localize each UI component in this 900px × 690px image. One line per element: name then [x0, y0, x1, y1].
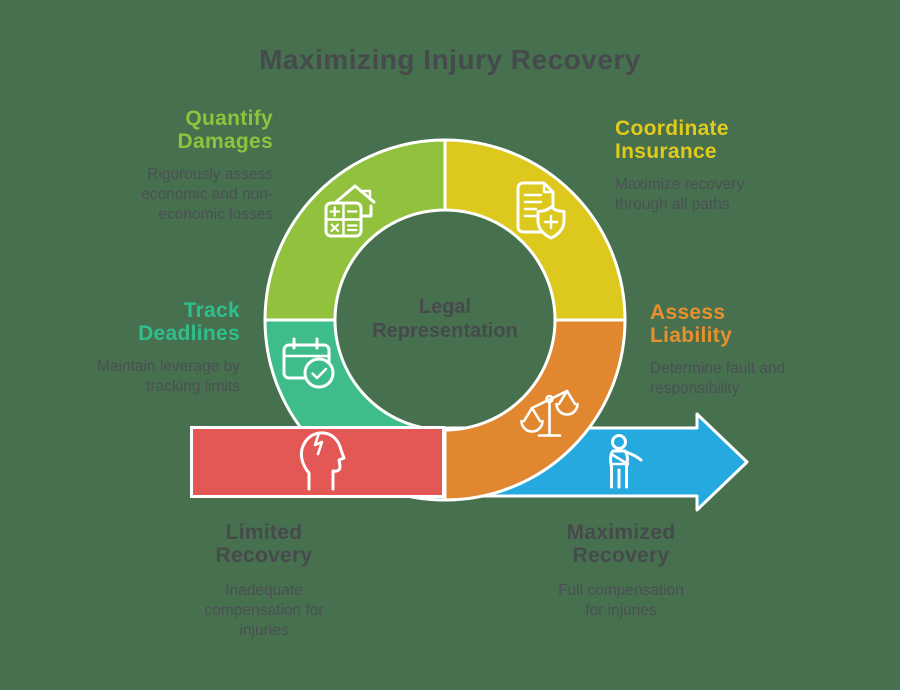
section-heading: Quantify Damages	[177, 107, 273, 153]
section-heading: Assess Liability	[650, 301, 733, 347]
section-description: Maximize recovery through all paths	[615, 176, 745, 213]
section-limited-recovery: Limited Recovery Inadequate compensation…	[189, 521, 339, 641]
section-track-deadlines: Track Deadlines Maintain leverage by tra…	[80, 299, 240, 397]
injured-head-icon	[299, 431, 346, 491]
scales-of-justice-icon	[520, 389, 579, 437]
quadrant-assess-liability	[443, 318, 627, 502]
section-assess-liability: Assess Liability Determine fault and res…	[650, 301, 808, 399]
section-heading: Track Deadlines	[138, 299, 240, 345]
insurance-document-icon	[516, 181, 566, 240]
section-description: Inadequate compensation for injuries	[204, 582, 324, 639]
page-title: Maximizing Injury Recovery	[259, 44, 641, 75]
section-coordinate-insurance: Coordinate Insurance Maximize recovery t…	[615, 117, 765, 215]
house-calculator-icon	[324, 184, 376, 238]
section-maximized-recovery: Maximized Recovery Full compensation for…	[546, 521, 696, 621]
section-description: Maintain leverage by tracking limits	[96, 358, 240, 395]
section-heading: Maximized Recovery	[566, 521, 676, 567]
section-description: Rigorously assess economic and non-econo…	[141, 166, 273, 223]
center-label: Legal Representation	[372, 296, 518, 342]
person-arm-sling-icon	[609, 434, 643, 489]
section-heading: Coordinate Insurance	[615, 117, 729, 163]
section-heading: Limited Recovery	[215, 521, 313, 567]
section-description: Determine fault and responsibility	[650, 360, 786, 397]
calendar-check-icon	[282, 337, 335, 389]
section-description: Full compensation for injuries	[558, 582, 684, 619]
quadrant-coordinate-insurance	[443, 138, 627, 322]
section-quantify-damages: Quantify Damages Rigorously assess econo…	[123, 107, 273, 225]
